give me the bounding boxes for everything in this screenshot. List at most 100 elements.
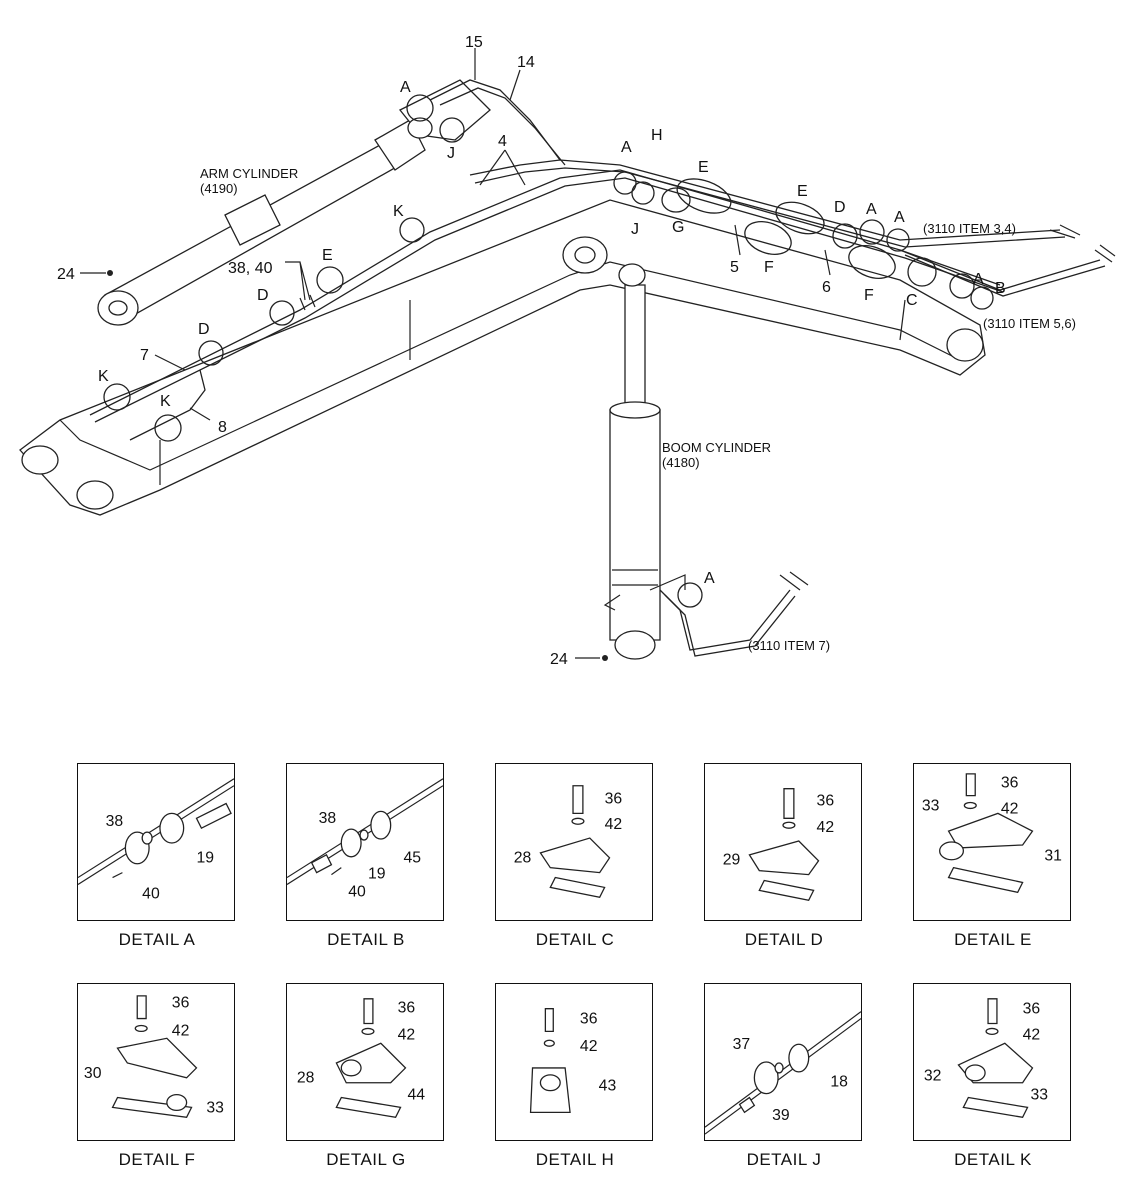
boom-cylinder-label: BOOM CYLINDER <box>662 440 771 455</box>
detail-e-num-33: 33 <box>922 797 940 814</box>
detail-c-num-42: 42 <box>605 816 623 833</box>
callout-e-3: E <box>322 247 333 264</box>
callout-c-1: C <box>906 292 918 309</box>
detail-d-num-29: 29 <box>723 852 741 869</box>
detail-b-num-40: 40 <box>348 883 366 900</box>
detail-e-drawing: 36 42 33 31 <box>922 773 1062 894</box>
detail-k-num-36: 36 <box>1023 1001 1041 1018</box>
detail-panel-h: 36 42 43 <box>495 983 653 1141</box>
callout-d-3: D <box>198 321 210 338</box>
callout-h-1: H <box>651 127 663 144</box>
callout-a-4: A <box>894 209 905 226</box>
boom-structure <box>19 199 986 516</box>
ref-3110-item-7: (3110 ITEM 7) <box>748 638 830 653</box>
detail-e-caption: DETAIL E <box>954 930 1032 949</box>
callout-k-1: K <box>393 203 404 220</box>
detail-markers <box>103 94 994 661</box>
callout-j-1: J <box>447 145 455 162</box>
detail-panel-d: 36 42 29 <box>704 763 862 921</box>
detail-panel-j: 37 18 39 <box>704 983 862 1141</box>
boom-cylinder-code: (4180) <box>662 455 700 470</box>
detail-k-caption: DETAIL K <box>954 1150 1032 1169</box>
detail-e-num-36: 36 <box>1001 775 1019 792</box>
callout-24-boom: 24 <box>550 651 568 668</box>
detail-j-num-37: 37 <box>733 1036 751 1053</box>
callout-e-2: E <box>797 183 808 200</box>
detail-b-caption: DETAIL B <box>327 930 405 949</box>
arm-cylinder <box>97 79 491 326</box>
leader-lines <box>80 48 831 659</box>
detail-h-num-43: 43 <box>599 1078 617 1095</box>
callout-5: 5 <box>730 259 739 276</box>
detail-j-num-39: 39 <box>772 1107 790 1124</box>
detail-k-num-42: 42 <box>1023 1026 1041 1043</box>
callout-e-1: E <box>698 159 709 176</box>
ref-3110-item-3-4: (3110 ITEM 3,4) <box>923 221 1016 236</box>
callout-15: 15 <box>465 34 483 51</box>
detail-g-num-44: 44 <box>407 1087 425 1104</box>
detail-e-num-31: 31 <box>1044 848 1062 865</box>
detail-k-drawing: 36 42 32 33 <box>924 998 1049 1119</box>
detail-b-num-19: 19 <box>368 866 386 883</box>
hose-end-fittings <box>779 224 1116 591</box>
detail-a-caption: DETAIL A <box>118 930 196 949</box>
detail-panel-e: 36 42 33 31 <box>913 763 1071 921</box>
diagram-text: ARM CYLINDER (4190) BOOM CYLINDER (4180)… <box>57 34 1076 668</box>
detail-h-num-42: 42 <box>580 1038 598 1055</box>
detail-d-num-42: 42 <box>817 819 835 836</box>
callout-k-3: K <box>160 393 171 410</box>
detail-d-drawing: 36 42 29 <box>723 788 835 901</box>
detail-f-num-33: 33 <box>206 1099 224 1116</box>
callout-f-2: F <box>864 287 874 304</box>
detail-c-drawing: 36 42 28 <box>514 785 623 899</box>
detail-c-num-36: 36 <box>605 790 623 807</box>
detail-panel-a: 38 19 40 <box>77 763 235 921</box>
detail-f-num-42: 42 <box>172 1022 190 1039</box>
detail-k-num-32: 32 <box>924 1068 942 1085</box>
callout-k-2: K <box>98 368 109 385</box>
callout-a-1: A <box>400 79 411 96</box>
callout-6: 6 <box>822 279 831 296</box>
detail-j-drawing: 37 18 39 <box>705 1011 861 1135</box>
callout-b-1: B <box>995 280 1006 297</box>
detail-g-num-28: 28 <box>297 1070 315 1087</box>
detail-c-caption: DETAIL C <box>535 930 615 949</box>
callout-g-1: G <box>672 219 684 236</box>
detail-b-drawing: 38 45 19 40 <box>287 778 443 900</box>
detail-a-num-38: 38 <box>106 813 124 830</box>
detail-a-num-40: 40 <box>142 885 160 902</box>
detail-c-num-28: 28 <box>514 850 532 867</box>
detail-f-num-30: 30 <box>84 1065 102 1082</box>
detail-j-num-18: 18 <box>830 1074 848 1091</box>
detail-panel-k: 36 42 32 33 <box>913 983 1071 1141</box>
detail-j-caption: DETAIL J <box>746 1150 822 1169</box>
detail-panel-g: 36 42 28 44 <box>286 983 444 1141</box>
callout-j-2: J <box>631 221 639 238</box>
detail-panel-b: 38 45 19 40 <box>286 763 444 921</box>
callout-8: 8 <box>218 419 227 436</box>
detail-panel-c: 36 42 28 <box>495 763 653 921</box>
arm-cylinder-label: ARM CYLINDER <box>200 166 298 181</box>
callout-4: 4 <box>498 133 507 150</box>
callout-14: 14 <box>517 54 535 71</box>
detail-k-num-33: 33 <box>1031 1087 1049 1104</box>
callout-d-2: D <box>257 287 269 304</box>
detail-f-num-36: 36 <box>172 995 190 1012</box>
callout-a-2: A <box>621 139 632 156</box>
detail-f-drawing: 36 42 30 33 <box>84 995 224 1118</box>
detail-g-caption: DETAIL G <box>326 1150 406 1169</box>
detail-g-num-36: 36 <box>398 1000 416 1017</box>
detail-b-num-45: 45 <box>404 850 422 867</box>
detail-f-caption: DETAIL F <box>118 1150 196 1169</box>
detail-d-num-36: 36 <box>817 792 835 809</box>
detail-b-num-38: 38 <box>319 810 337 827</box>
detail-d-caption: DETAIL D <box>744 930 824 949</box>
callout-a-5: A <box>973 271 984 288</box>
detail-a-drawing: 38 19 40 <box>78 778 234 902</box>
hose-lines <box>89 79 1106 657</box>
callout-d-1: D <box>834 199 846 216</box>
main-assembly-diagram: ARM CYLINDER (4190) BOOM CYLINDER (4180)… <box>19 34 1116 668</box>
detail-e-num-42: 42 <box>1001 800 1019 817</box>
detail-g-num-42: 42 <box>398 1026 416 1043</box>
detail-a-num-19: 19 <box>196 850 214 867</box>
